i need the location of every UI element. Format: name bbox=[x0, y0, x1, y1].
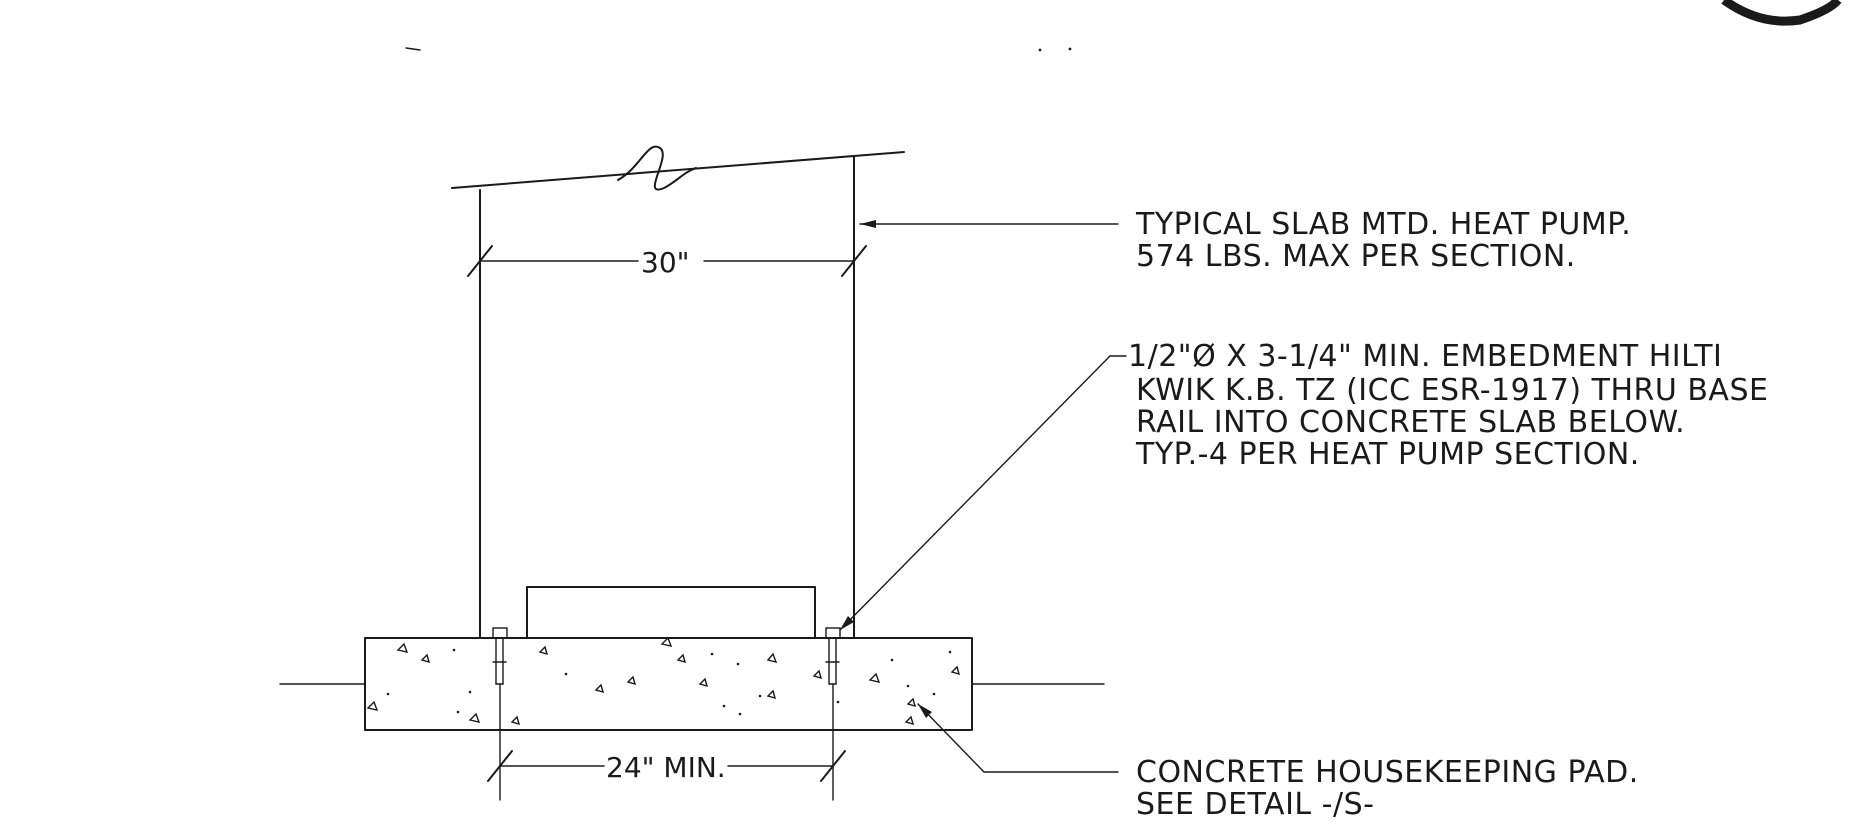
unit-width-dimension bbox=[467, 245, 867, 277]
anchor-bolt-right bbox=[825, 627, 841, 685]
unit-width-label: 30" bbox=[641, 246, 690, 279]
anchor-spacing-label: 24" MIN. bbox=[606, 751, 726, 784]
pad-note: CONCRETE HOUSEKEEPING PAD. SEE DETAIL -/… bbox=[1136, 755, 1649, 822]
base-rail-component bbox=[526, 586, 816, 639]
heat-pump-note: TYPICAL SLAB MTD. HEAT PUMP. 574 LBS. MA… bbox=[1135, 207, 1641, 274]
pad-leader bbox=[917, 703, 1119, 773]
concrete-aggregate-hatch bbox=[366, 636, 961, 726]
anchor-bolt-left bbox=[492, 627, 508, 685]
heat-pump-note-line-1: TYPICAL SLAB MTD. HEAT PUMP. bbox=[1135, 207, 1631, 242]
heat-pump-leader bbox=[859, 220, 1119, 228]
anchor-leader bbox=[839, 355, 1127, 631]
heat-pump-unit bbox=[451, 151, 905, 639]
anchor-note-line-3: RAIL INTO CONCRETE SLAB BELOW. bbox=[1136, 405, 1685, 440]
pad-note-line-1: CONCRETE HOUSEKEEPING PAD. bbox=[1136, 755, 1639, 790]
anchor-note-line-2: KWIK K.B. TZ (ICC ESR-1917) THRU BASE bbox=[1136, 373, 1768, 408]
anchor-spacing-dimension bbox=[487, 683, 846, 801]
anchor-note-line-1: 1/2"Ø X 3-1/4" MIN. EMBEDMENT HILTI bbox=[1128, 339, 1722, 374]
break-line-symbol bbox=[617, 145, 697, 191]
detail-bubble-partial bbox=[1721, 0, 1842, 26]
anchor-note: 1/2"Ø X 3-1/4" MIN. EMBEDMENT HILTI KWIK… bbox=[1128, 339, 1779, 472]
stray-marks bbox=[405, 47, 1072, 52]
pad-note-line-2: SEE DETAIL -/S- bbox=[1136, 787, 1374, 822]
anchor-note-line-4: TYP.-4 PER HEAT PUMP SECTION. bbox=[1135, 437, 1640, 472]
heat-pump-note-line-2: 574 LBS. MAX PER SECTION. bbox=[1136, 239, 1576, 274]
